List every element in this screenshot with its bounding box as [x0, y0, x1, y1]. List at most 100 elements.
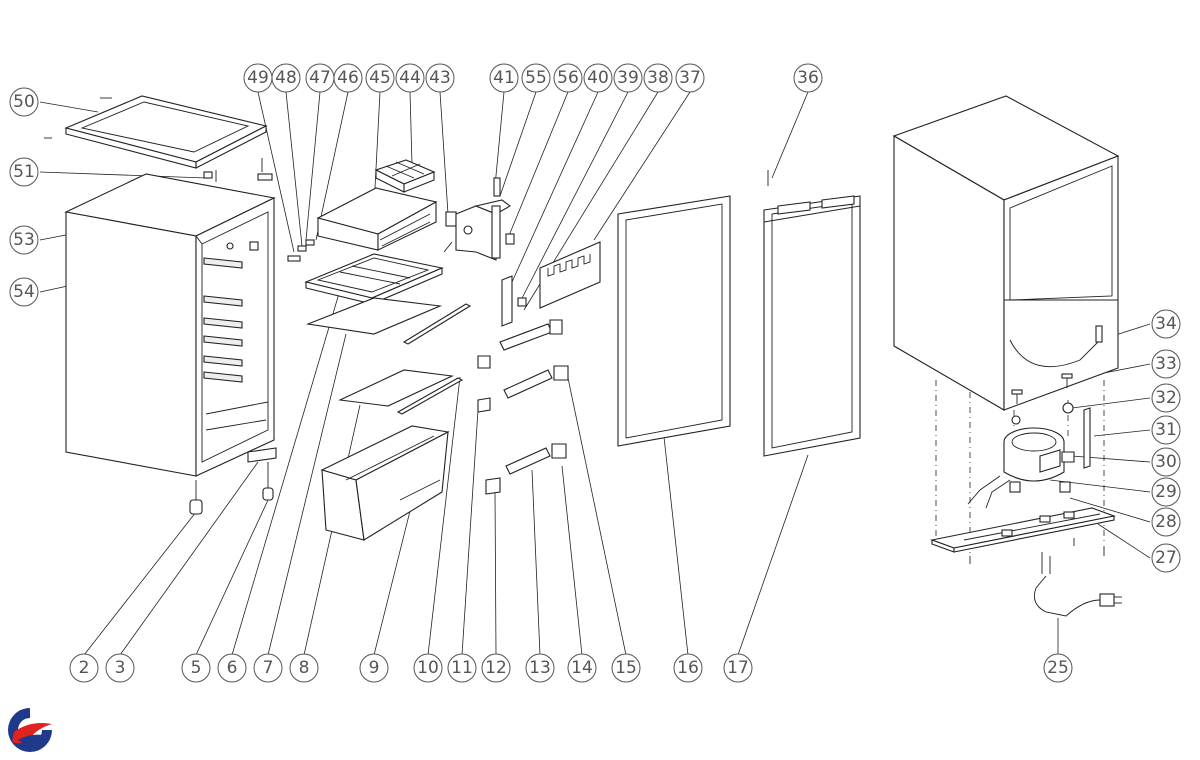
- svg-text:10: 10: [417, 658, 439, 678]
- svg-text:31: 31: [1155, 420, 1177, 440]
- callout-49: 49: [243, 63, 273, 93]
- svg-text:2: 2: [79, 658, 90, 678]
- part-glass-shelves: [305, 297, 472, 415]
- svg-text:55: 55: [525, 68, 547, 88]
- svg-text:36: 36: [797, 68, 819, 88]
- callout-40: 40: [583, 63, 613, 93]
- callout-43: 43: [425, 63, 455, 93]
- part-cabinet: [64, 173, 276, 477]
- part-screws-right: [1011, 373, 1074, 425]
- callout-33: 33: [1151, 349, 1181, 379]
- callout-38: 38: [643, 63, 673, 93]
- svg-text:16: 16: [677, 658, 699, 678]
- brand-logo-icon: [8, 708, 52, 752]
- callout-48: 48: [271, 63, 301, 93]
- callout-17: 17: [723, 653, 753, 683]
- svg-text:46: 46: [337, 68, 359, 88]
- svg-text:56: 56: [557, 68, 579, 88]
- callout-47: 47: [305, 63, 335, 93]
- callout-3: 3: [105, 653, 135, 683]
- callout-53: 53: [9, 225, 39, 255]
- callout-39: 39: [613, 63, 643, 93]
- callout-46: 46: [333, 63, 363, 93]
- callout-2: 2: [69, 653, 99, 683]
- callout-54: 54: [9, 277, 39, 307]
- svg-text:25: 25: [1047, 658, 1069, 678]
- callout-25: 25: [1043, 653, 1073, 683]
- svg-text:32: 32: [1155, 388, 1177, 408]
- callout-41: 41: [489, 63, 519, 93]
- svg-text:49: 49: [247, 68, 269, 88]
- svg-text:11: 11: [451, 658, 473, 678]
- svg-text:45: 45: [369, 68, 391, 88]
- callout-8: 8: [289, 653, 319, 683]
- svg-text:27: 27: [1155, 548, 1177, 568]
- callout-50: 50: [9, 87, 39, 117]
- callout-34: 34: [1151, 309, 1181, 339]
- svg-text:3: 3: [115, 658, 126, 678]
- svg-text:34: 34: [1155, 314, 1177, 334]
- callout-32: 32: [1151, 383, 1181, 413]
- part-crisper: [320, 425, 450, 541]
- callout-30: 30: [1151, 447, 1181, 477]
- svg-text:50: 50: [13, 92, 35, 112]
- callout-5: 5: [181, 653, 211, 683]
- callout-56: 56: [553, 63, 583, 93]
- part-door-shelves: [477, 319, 569, 495]
- svg-text:53: 53: [13, 230, 35, 250]
- callout-9: 9: [359, 653, 389, 683]
- svg-text:7: 7: [263, 658, 274, 678]
- callout-37: 37: [675, 63, 705, 93]
- callout-14: 14: [567, 653, 597, 683]
- svg-text:17: 17: [727, 658, 749, 678]
- callout-45: 45: [365, 63, 395, 93]
- svg-text:40: 40: [587, 68, 609, 88]
- part-fin-plate: [539, 241, 601, 309]
- part-feet: [189, 447, 277, 515]
- svg-text:37: 37: [679, 68, 701, 88]
- part-evaporator: [316, 187, 438, 251]
- svg-text:38: 38: [647, 68, 669, 88]
- svg-text:48: 48: [275, 68, 297, 88]
- svg-text:5: 5: [191, 658, 202, 678]
- part-drip-tray: [304, 253, 444, 305]
- svg-text:9: 9: [369, 658, 380, 678]
- callout-15: 15: [611, 653, 641, 683]
- svg-text:54: 54: [13, 282, 35, 302]
- svg-text:12: 12: [485, 658, 507, 678]
- part-brackets: [501, 275, 527, 327]
- svg-text:28: 28: [1155, 512, 1177, 532]
- part-rod: [1083, 407, 1091, 469]
- callout-36: 36: [793, 63, 823, 93]
- callout-16: 16: [673, 653, 703, 683]
- callout-12: 12: [481, 653, 511, 683]
- part-thermostat: [443, 177, 515, 261]
- part-door: [763, 170, 861, 457]
- part-top-cover: [44, 95, 268, 169]
- svg-text:33: 33: [1155, 354, 1177, 374]
- svg-text:30: 30: [1155, 452, 1177, 472]
- svg-text:44: 44: [399, 68, 421, 88]
- part-power-cord: [1033, 552, 1122, 617]
- part-small-clips: [287, 211, 457, 262]
- svg-text:14: 14: [571, 658, 593, 678]
- part-cabinet-back: [892, 95, 1120, 411]
- callout-29: 29: [1151, 477, 1181, 507]
- part-compressor: [967, 427, 1075, 509]
- svg-text:43: 43: [429, 68, 451, 88]
- svg-text:39: 39: [617, 68, 639, 88]
- svg-text:47: 47: [309, 68, 331, 88]
- svg-text:51: 51: [13, 162, 35, 182]
- callout-55: 55: [521, 63, 551, 93]
- callout-27: 27: [1151, 543, 1181, 573]
- svg-text:41: 41: [493, 68, 515, 88]
- svg-text:15: 15: [615, 658, 637, 678]
- callout-28: 28: [1151, 507, 1181, 537]
- callout-6: 6: [217, 653, 247, 683]
- svg-text:8: 8: [299, 658, 310, 678]
- callout-31: 31: [1151, 415, 1181, 445]
- svg-text:6: 6: [227, 658, 238, 678]
- callout-10: 10: [413, 653, 443, 683]
- part-base-plate: [929, 507, 1117, 564]
